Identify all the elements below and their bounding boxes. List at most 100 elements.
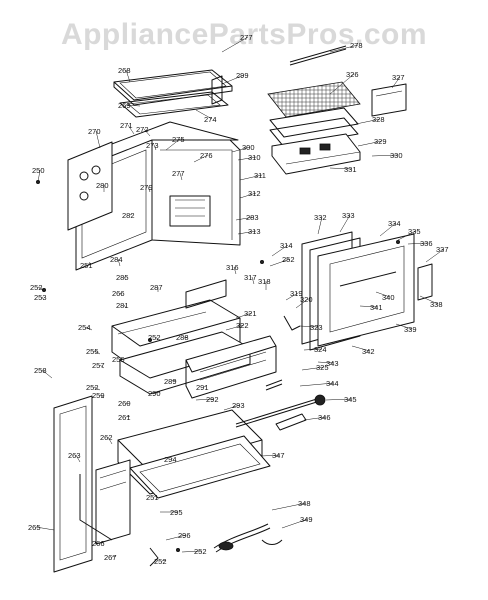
part-number-label: 299 [236, 71, 249, 80]
leader-line [119, 358, 123, 363]
leader-line [125, 69, 131, 83]
part-number-label: 266 [92, 539, 105, 548]
leader-line [357, 140, 383, 147]
bracket [211, 75, 223, 105]
part-number-label: 265 [28, 523, 41, 532]
leader-line [233, 266, 237, 275]
leader-line [375, 291, 391, 298]
spit-motor [275, 413, 307, 431]
burner-frame [119, 91, 229, 118]
part-number-label: 272 [136, 125, 149, 134]
leader-line [153, 495, 157, 498]
leader-line [147, 186, 151, 193]
leader-line [107, 436, 113, 445]
leader-line [117, 258, 121, 267]
part-number-label: 252 [194, 547, 207, 556]
part-number-label: 252 [86, 383, 99, 392]
leader-line [355, 118, 381, 125]
leader-line [153, 144, 157, 151]
part-number-label: 320 [300, 295, 313, 304]
leader-line [271, 244, 289, 257]
part-number-label: 318 [258, 277, 271, 286]
part-number-label: 254 [78, 323, 91, 332]
leader-line [123, 304, 127, 309]
part-number-label: 348 [298, 499, 311, 508]
part-number-label: 252 [282, 255, 295, 264]
leader-line [239, 174, 263, 181]
leader-line [299, 382, 335, 387]
part-number-label: 344 [326, 379, 339, 388]
part-number-label: 342 [362, 347, 375, 356]
leader-line [419, 295, 439, 305]
leader-line [183, 336, 189, 339]
part-number-label: 300 [242, 143, 255, 152]
part-number-label: 328 [372, 115, 385, 124]
leader-line [351, 345, 371, 352]
leader-lines [35, 36, 445, 562]
rod [289, 45, 347, 63]
part-number-label: 329 [374, 137, 387, 146]
leader-line [301, 366, 325, 371]
leader-line [395, 323, 413, 330]
part-number-label: 337 [436, 245, 449, 254]
leader-line [195, 109, 213, 120]
leader-line [125, 402, 131, 405]
part-number-label: 280 [96, 181, 109, 190]
leader-line [261, 454, 281, 457]
part-number-label: 253 [34, 293, 47, 302]
leader-line [179, 172, 183, 181]
leader-line [285, 292, 299, 301]
leader-line [119, 292, 123, 297]
leader-line [237, 230, 257, 235]
leader-line [37, 286, 45, 291]
leader-line [161, 559, 167, 562]
leader-line [41, 369, 53, 379]
parts-drawing [36, 45, 433, 573]
part-number-label: 275 [172, 135, 185, 144]
leader-line [125, 415, 131, 418]
part-number-label: 336 [420, 239, 433, 248]
part-number-label: 321 [244, 309, 257, 318]
leader-line [93, 350, 101, 355]
power-cord [213, 523, 269, 549]
part-number-label: 322 [236, 321, 249, 330]
part-number-label: 331 [344, 165, 357, 174]
part-number-label: 332 [314, 213, 327, 222]
part-number-label: 319 [290, 289, 303, 298]
kick-panel [95, 459, 131, 545]
leader-line [221, 74, 245, 85]
leader-line [165, 534, 187, 541]
leader-line [99, 394, 105, 399]
leader-line [231, 146, 251, 153]
part-number-label: 282 [122, 211, 135, 220]
grill-grate [267, 81, 361, 118]
leader-line [295, 298, 309, 309]
rotisserie-rod [235, 397, 321, 425]
leader-line [35, 526, 55, 531]
part-number-label: 334 [388, 219, 401, 228]
leader-line [317, 361, 335, 364]
leader-line [111, 555, 117, 558]
leader-line [371, 154, 399, 157]
part-number-label: 339 [404, 325, 417, 334]
part-number-label: 312 [248, 189, 261, 198]
leader-line [271, 502, 307, 511]
leader-line [203, 385, 207, 388]
part-number-label: 284 [110, 255, 123, 264]
part-number-label: 252 [30, 283, 43, 292]
leader-line [37, 169, 41, 183]
part-number-label: 273 [146, 141, 159, 150]
leader-line [155, 336, 159, 341]
leader-line [123, 276, 127, 281]
part-number-label: 271 [120, 121, 133, 130]
part-number-label: 288 [176, 333, 189, 342]
leader-line [155, 391, 161, 394]
leader-line [129, 213, 133, 216]
part-number-label: 285 [116, 273, 129, 282]
part-number-label: 345 [344, 395, 357, 404]
part-number-label: 270 [88, 127, 101, 136]
leader-line [99, 364, 105, 369]
part-number-label: 259 [92, 391, 105, 400]
part-number-label: 310 [248, 153, 261, 162]
part-number-label: 325 [316, 363, 329, 372]
